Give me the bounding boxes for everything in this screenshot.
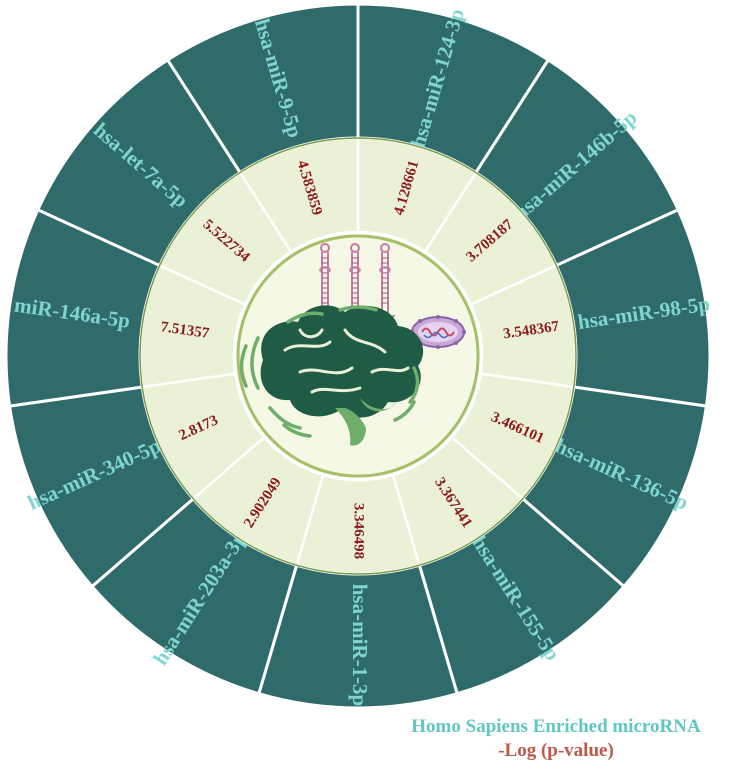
pvalue-label: 3.548367 (502, 319, 560, 343)
outer-ring: hsa-miR-124-3phsa-miR-146b-5phsa-miR-98-… (4, 2, 712, 710)
pvalue-label: 7.51357 (160, 319, 211, 342)
microrna-hairpin-icon (317, 243, 395, 317)
inner-ring: 4.1286613.7081873.5483673.4661013.367441… (138, 136, 578, 576)
pvalue-label: 3.346498 (351, 503, 367, 559)
inner-ring-border (139, 137, 577, 575)
mirna-label: hsa-miR-1-3p (348, 584, 372, 707)
legend-logp-label: -Log (p-value) (498, 740, 614, 761)
hairpin (319, 243, 331, 316)
legend-mirna-label: Homo Sapiens Enriched microRNA (411, 716, 701, 737)
center-ring (236, 234, 480, 478)
brain-icon (239, 305, 424, 446)
